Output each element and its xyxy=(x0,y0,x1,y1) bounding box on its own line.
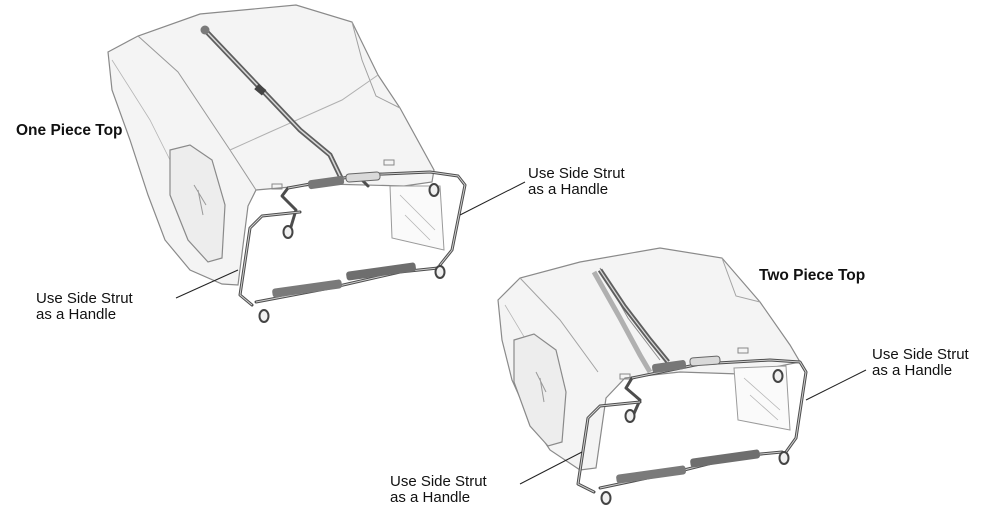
two-piece-strut-pad xyxy=(651,360,687,373)
one-piece-top-illustration xyxy=(107,4,526,323)
one-piece-leader-right xyxy=(459,181,526,216)
one-piece-strut-pad xyxy=(308,175,345,190)
two-piece-right-handle-label: Use Side Strut as a Handle xyxy=(872,346,969,379)
one-piece-leader-left xyxy=(175,269,239,299)
two-piece-leader-right xyxy=(805,369,867,401)
one-piece-left-handle-label: Use Side Strut as a Handle xyxy=(36,290,133,323)
one-piece-right-handle-label: Use Side Strut as a Handle xyxy=(528,165,625,198)
two-piece-top-title: Two Piece Top xyxy=(759,267,866,284)
one-piece-caster-wheels xyxy=(258,183,446,323)
two-piece-caster-wheels xyxy=(600,369,790,505)
one-piece-top-title: One Piece Top xyxy=(16,122,123,139)
two-piece-left-handle-label: Use Side Strut as a Handle xyxy=(390,473,487,506)
two-piece-leader-left xyxy=(519,451,583,485)
two-piece-top-illustration xyxy=(497,247,867,505)
one-piece-side-window xyxy=(169,144,226,263)
two-piece-side-window xyxy=(513,333,567,447)
one-piece-hardtop-shell xyxy=(107,4,435,286)
